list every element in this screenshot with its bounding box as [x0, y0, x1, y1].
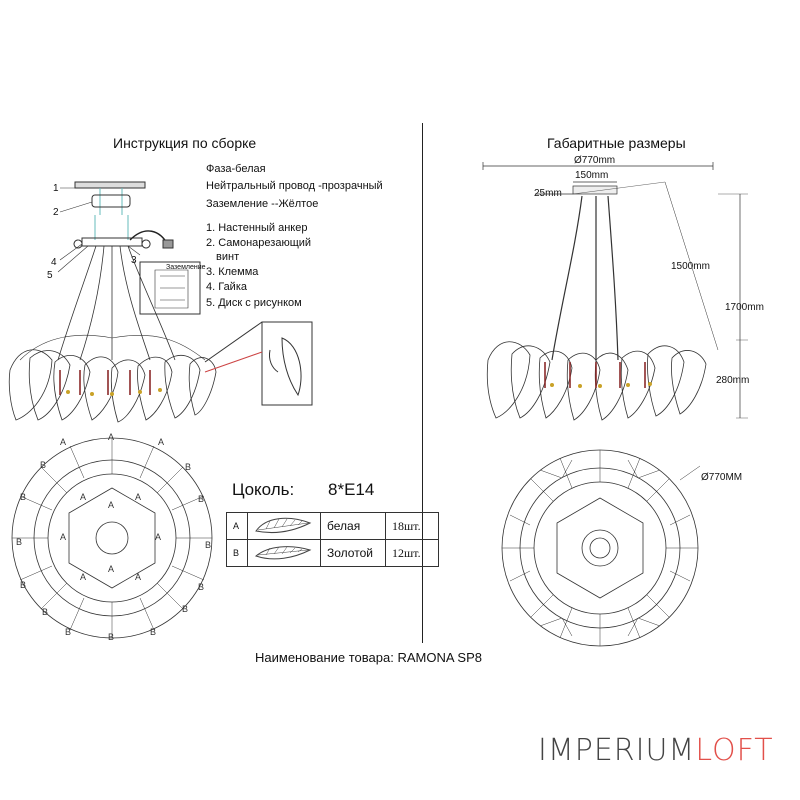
- callout-1: 1: [53, 183, 59, 194]
- dim-canopy-height: 25mm: [534, 188, 562, 199]
- dim-canopy: 150mm: [575, 170, 609, 181]
- brand-logo: IMPERIUMLOFT: [538, 733, 774, 768]
- part-5: 5. Диск с рисунком: [206, 297, 302, 309]
- ceiling-mount-diagram: [57, 181, 201, 361]
- chandelier-side-right: [486, 195, 707, 421]
- svg-text:B: B: [20, 492, 26, 502]
- dim-diameter-top: Ø770MM: [701, 472, 743, 483]
- top-view-left: [11, 437, 213, 639]
- callout-5: 5: [47, 270, 53, 281]
- leaf-gold-icon: [247, 539, 321, 567]
- wiring-neutral: Нейтральный провод -прозрачный: [206, 180, 383, 192]
- svg-text:B: B: [198, 582, 204, 592]
- spec-row-b: B Золотой 12шт.: [226, 539, 439, 567]
- svg-text:A: A: [60, 532, 66, 542]
- socket-value: 8*E14: [328, 480, 375, 499]
- part-1: 1. Настенный анкер: [206, 222, 308, 234]
- svg-text:B: B: [185, 462, 191, 472]
- svg-text:A: A: [155, 532, 161, 542]
- wiring-phase: Фаза-белая: [206, 163, 266, 175]
- dim-total: 1700mm: [725, 302, 764, 313]
- leaf-detail-inset: [204, 321, 313, 406]
- svg-text:A: A: [135, 572, 141, 582]
- chandelier-side-left: [8, 335, 217, 423]
- svg-text:B: B: [150, 627, 156, 637]
- svg-text:B: B: [40, 460, 46, 470]
- svg-text:B: B: [65, 627, 71, 637]
- svg-text:B: B: [198, 494, 204, 504]
- product-name: Наименование товара: RAMONA SP8: [255, 650, 482, 665]
- svg-text:A: A: [108, 432, 114, 442]
- wiring-ground: Заземление --Жёлтое: [206, 198, 319, 210]
- svg-text:B: B: [182, 604, 188, 614]
- svg-text:A: A: [108, 564, 114, 574]
- dimensions-title: Габаритные размеры: [547, 135, 686, 151]
- brand-part2: LOFT: [695, 733, 774, 768]
- spec-color: Золотой: [320, 539, 386, 567]
- svg-text:A: A: [80, 492, 86, 502]
- svg-text:B: B: [16, 537, 22, 547]
- assembly-title: Инструкция по сборке: [113, 135, 257, 151]
- spec-qty: 12шт.: [385, 539, 439, 567]
- part-2-cont: винт: [216, 251, 240, 263]
- top-view-right: [501, 449, 699, 647]
- svg-text:B: B: [108, 632, 114, 642]
- part-4: 4. Гайка: [206, 281, 248, 293]
- callout-2: 2: [53, 207, 59, 218]
- terminal-label: Заземление: [166, 264, 206, 271]
- top-view-left-labels: A A A B B B B B B B B B B B B B A A A A A A A A: [16, 432, 211, 642]
- svg-text:B: B: [20, 580, 26, 590]
- dim-cable: 1500mm: [671, 261, 710, 272]
- svg-text:B: B: [42, 607, 48, 617]
- brand-part1: IMPERIUM: [538, 733, 696, 768]
- dim-body: 280mm: [716, 375, 750, 386]
- svg-text:A: A: [80, 572, 86, 582]
- spec-code: B: [226, 539, 248, 567]
- svg-text:A: A: [158, 437, 164, 447]
- callout-4: 4: [51, 257, 57, 268]
- svg-text:A: A: [108, 500, 114, 510]
- svg-text:A: A: [135, 492, 141, 502]
- socket-label: Цоколь:: [232, 480, 295, 499]
- dim-width: Ø770mm: [574, 155, 616, 166]
- shade-spec-table: A белая 18шт. B Золотой 12шт.: [226, 512, 439, 567]
- dimension-lines: [482, 162, 748, 481]
- center-divider: [422, 123, 423, 643]
- part-2: 2. Самонарезающий: [206, 237, 312, 249]
- part-3: 3. Клемма: [206, 266, 259, 278]
- svg-text:B: B: [205, 540, 211, 550]
- svg-text:A: A: [60, 437, 66, 447]
